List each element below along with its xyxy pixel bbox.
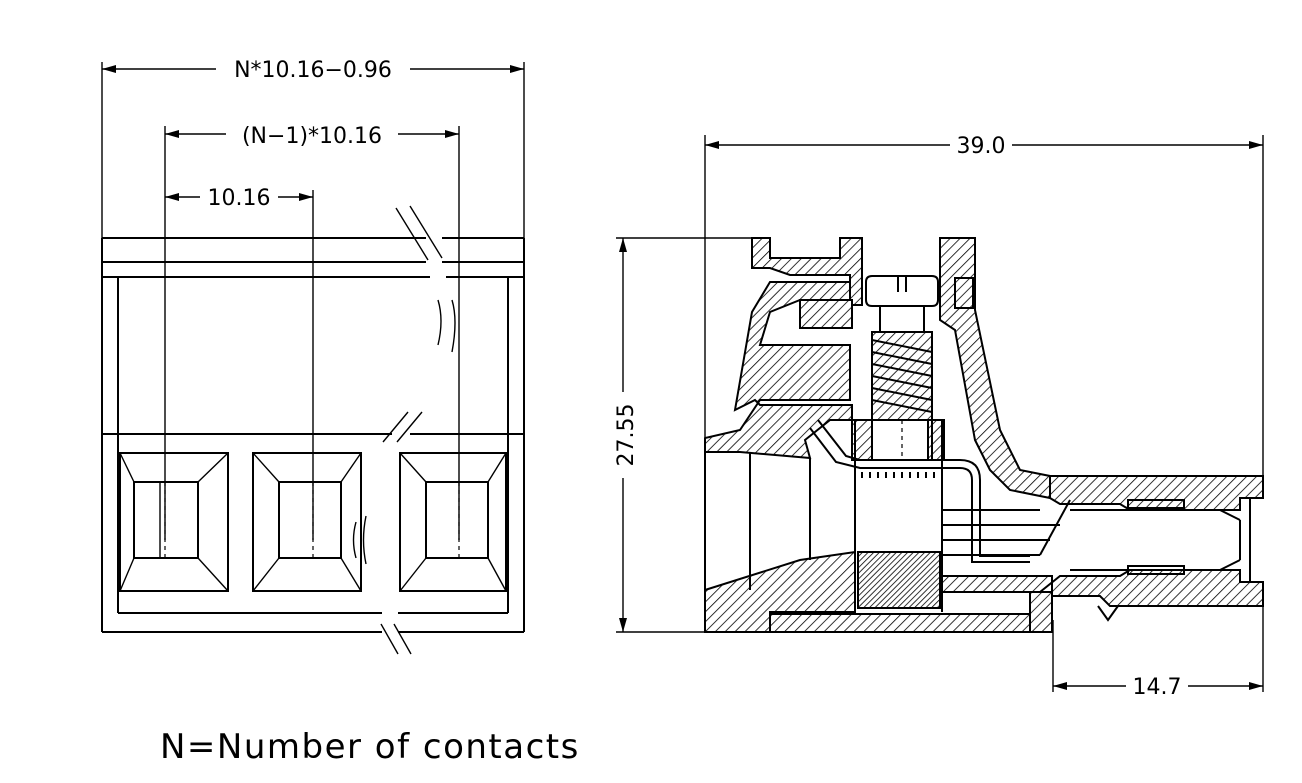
- contact-spring: [809, 419, 1030, 563]
- side-view: 39.0 27.55 14.7: [614, 134, 1264, 700]
- break-lines: [352, 205, 456, 655]
- dim-span-label: (N−1)*10.16: [242, 124, 382, 149]
- dim-pin-label: 14.7: [1133, 675, 1182, 700]
- dimension-contact-span: (N−1)*10.16: [165, 124, 459, 149]
- dimension-height: 27.55: [614, 237, 752, 633]
- internal-lines: [704, 420, 1251, 632]
- footnote: N=Number of contacts: [160, 727, 580, 767]
- dimension-length: 39.0: [704, 134, 1264, 490]
- front-view: N*10.16−0.96 (N−1)*10.16 10.16: [101, 58, 525, 655]
- dim-height-label: 27.55: [614, 404, 639, 467]
- contact-opening-3: [399, 452, 507, 592]
- dimension-pitch: 10.16: [165, 186, 313, 211]
- contact-opening-2: [252, 452, 362, 592]
- dim-length-label: 39.0: [957, 134, 1006, 159]
- dim-overall-label: N*10.16−0.96: [234, 58, 392, 83]
- connector-body-front: [101, 237, 525, 633]
- housing-section: [704, 237, 1264, 633]
- dim-pitch-label: 10.16: [208, 186, 271, 211]
- contact-opening-1: [119, 452, 229, 592]
- dimension-pin-length: 14.7: [1052, 606, 1264, 700]
- screw: [865, 275, 939, 460]
- dimension-overall-width: N*10.16−0.96: [102, 58, 524, 83]
